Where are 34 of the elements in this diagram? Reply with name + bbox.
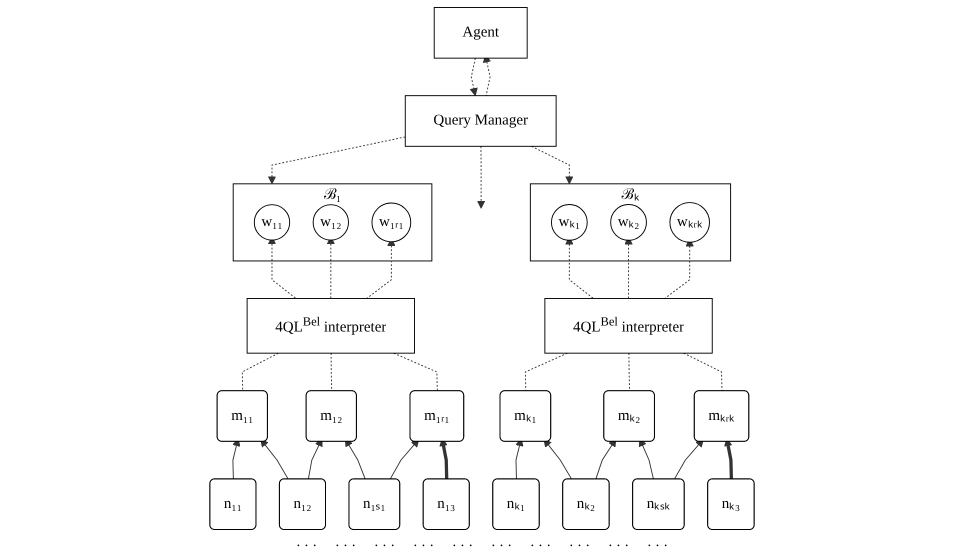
- node-box: Agent: [434, 7, 528, 59]
- node-circle: wₖᵣₖ: [669, 202, 710, 243]
- connector: [242, 352, 279, 392]
- ellipsis-label: · · ·: [491, 539, 512, 555]
- arrow: [260, 438, 289, 480]
- node-box: 4QL$^{Bel}$ interpreter: [246, 298, 415, 354]
- ellipsis-label: · · ·: [569, 539, 590, 555]
- arrow: [470, 58, 478, 96]
- connector: [628, 352, 630, 392]
- node-box: 4QL$^{Bel}$ interpreter: [544, 298, 713, 354]
- ellipsis-label: · · ·: [413, 539, 434, 555]
- ellipsis-label: · · ·: [608, 539, 629, 555]
- arrow: [390, 438, 420, 480]
- arrow: [674, 438, 704, 480]
- connector: [524, 352, 568, 392]
- connector: [393, 352, 438, 392]
- node-circle: w₁ᵣ₁: [371, 202, 412, 242]
- ellipsis-label: · · ·: [296, 539, 317, 555]
- arrow: [543, 438, 572, 480]
- connector: [683, 352, 722, 392]
- arrow: [268, 136, 406, 184]
- arrow: [476, 146, 486, 209]
- ellipsis-label: · · ·: [647, 539, 668, 555]
- node-circle: w₁₂: [312, 204, 349, 241]
- node-circle: wₖ₁: [550, 204, 588, 241]
- ellipsis-label: · · ·: [452, 539, 473, 555]
- node-box: Query Manager: [404, 95, 557, 147]
- node-circle: w₁₁: [254, 204, 290, 241]
- node-circle: wₖ₂: [610, 204, 647, 241]
- ellipsis-label: · · ·: [374, 539, 395, 555]
- connector: [330, 352, 332, 392]
- ellipsis-label: · · ·: [530, 539, 551, 555]
- arrow: [531, 146, 574, 184]
- ellipsis-label: · · ·: [335, 539, 356, 555]
